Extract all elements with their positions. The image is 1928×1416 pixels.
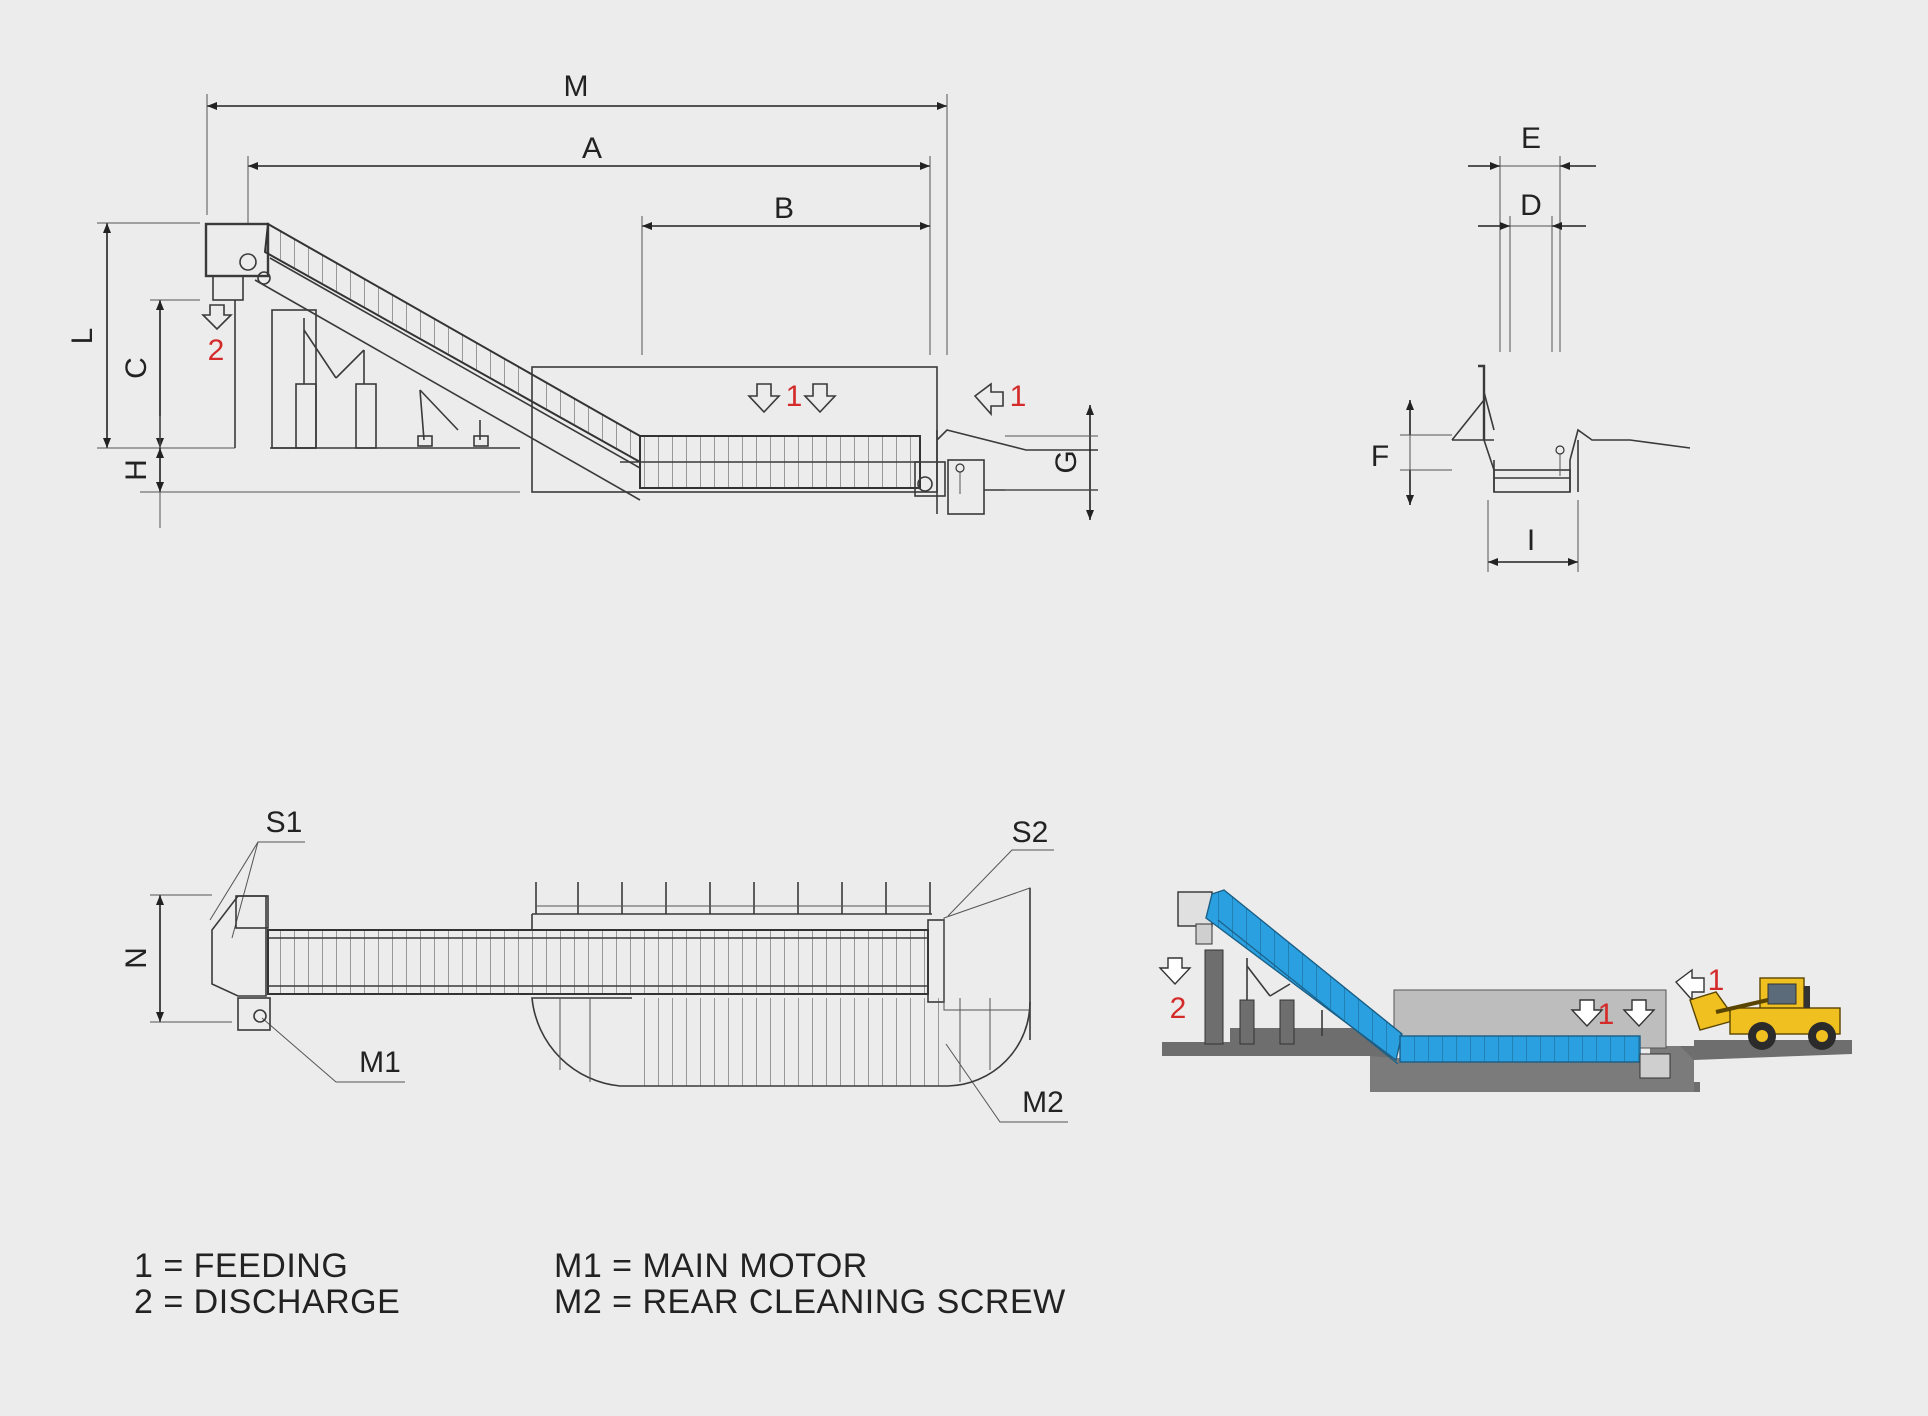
s2-label: S2 [1012, 816, 1049, 849]
support-pillar [271, 309, 317, 449]
dim-d-label: D [1520, 189, 1542, 222]
discharge-marker-iso: 2 [1170, 992, 1187, 1025]
dim-i-label: I [1527, 524, 1535, 557]
discharge-arrow-icon [1158, 957, 1192, 986]
discharge-marker: 2 [208, 334, 225, 367]
dim-m-label: M [564, 70, 589, 103]
support-pillar [1204, 949, 1224, 1045]
feed-pit [531, 366, 938, 493]
feed-marker-iso: 1 [1598, 998, 1615, 1031]
person-icon [955, 463, 965, 473]
feed-marker-iso-side: 1 [1708, 964, 1725, 997]
feed-marker-pit: 1 [786, 380, 803, 413]
legend-discharge: 2 = DISCHARGE [134, 1283, 401, 1321]
s1-label: S1 [266, 806, 303, 839]
pit-posts [535, 882, 931, 914]
wheel-loader-icon [1689, 977, 1841, 1050]
discharge-head [1177, 891, 1213, 927]
dim-c-label: C [120, 357, 153, 379]
feed-arrow-icon [1570, 999, 1604, 1028]
feed-arrow-icon [747, 383, 781, 414]
inclined-belt-blue [1205, 889, 1403, 1062]
discharge-arrow-icon [201, 304, 233, 331]
m1-label: M1 [359, 1046, 401, 1079]
legend-left: 1 = FEEDING 2 = DISCHARGE [134, 1248, 400, 1320]
person-icon [1555, 445, 1565, 455]
legend-main-motor: M1 = MAIN MOTOR [554, 1247, 868, 1285]
installation-view: 2 1 1 [1158, 889, 1852, 1092]
dim-n-label: N [120, 947, 153, 969]
side-view: M A B L C H 2 [66, 70, 1098, 528]
dim-b-label: B [774, 192, 794, 225]
top-view: S1 S2 M1 M2 N [120, 806, 1068, 1123]
inclined-belt [263, 222, 641, 464]
section-belt [1493, 469, 1571, 493]
legend-rear-screw: M2 = REAR CLEANING SCREW [554, 1283, 1066, 1321]
discharge-head [204, 222, 270, 278]
horizontal-belt-blue [1399, 1035, 1641, 1063]
dim-g-label: G [1050, 450, 1083, 473]
top-belt [267, 929, 929, 995]
legend-right: M1 = MAIN MOTOR M2 = REAR CLEANING SCREW [554, 1248, 1066, 1320]
dim-h-label: H [120, 459, 153, 481]
legend-feeding: 1 = FEEDING [134, 1247, 349, 1285]
m2-label: M2 [1022, 1086, 1064, 1119]
feed-marker-side: 1 [1010, 380, 1027, 413]
feed-side-arrow-icon [973, 382, 1004, 417]
dim-a-label: A [582, 132, 602, 165]
dim-e-label: E [1521, 122, 1541, 155]
dim-l-label: L [66, 328, 99, 345]
feed-arrow-icon [1622, 999, 1656, 1028]
cross-section-view: E D F I [1371, 122, 1691, 572]
dim-f-label: F [1371, 440, 1389, 473]
feed-arrow-icon [803, 383, 837, 414]
rear-screw [927, 919, 945, 1003]
feed-side-arrow-icon [1674, 968, 1705, 1002]
